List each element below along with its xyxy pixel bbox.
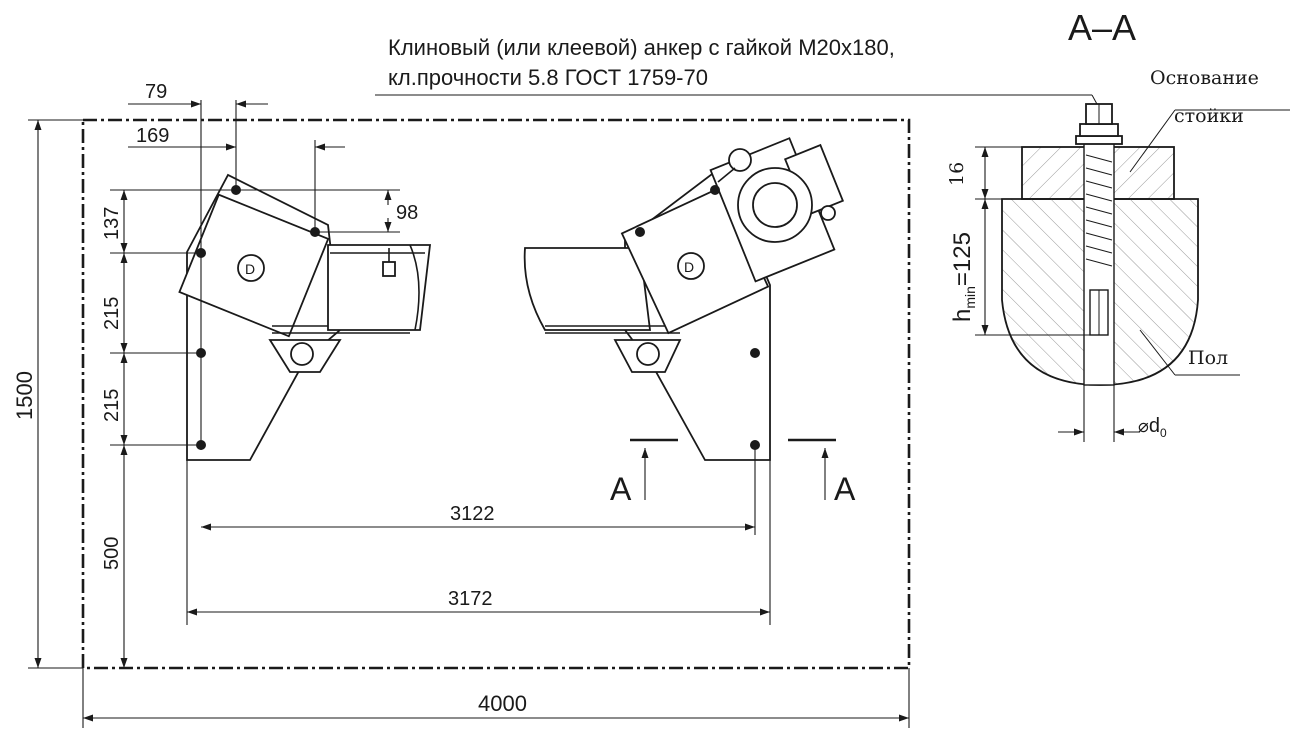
anchor-hole-r2 <box>710 185 720 195</box>
left-post-base: D <box>178 173 432 461</box>
dim-79: 79 <box>145 81 167 103</box>
diameter-label: ⌀d0 <box>1138 415 1167 440</box>
dim-215-b: 215 <box>101 389 123 422</box>
section-marker-right <box>788 438 836 500</box>
section-marker-right-label: A <box>834 471 856 507</box>
base-label-1: Основание <box>1150 67 1259 89</box>
dim-169: 169 <box>136 125 169 147</box>
dim-215-a: 215 <box>101 297 123 330</box>
dim-137: 137 <box>101 207 123 240</box>
section-marker-left <box>630 438 678 500</box>
dim-98: 98 <box>396 202 418 224</box>
dim-4000: 4000 <box>478 691 527 716</box>
foundation-outline <box>81 118 911 670</box>
anchor-note-line-1: Клиновый (или клеевой) анкер с гайкой М2… <box>388 35 895 60</box>
h-min-label: hmin=125 <box>949 232 978 322</box>
anchor-hole-r1 <box>635 227 645 237</box>
section-aa <box>975 103 1290 442</box>
anchor-note-line-2: кл.прочности 5.8 ГОСТ 1759-70 <box>388 65 708 90</box>
floor-label: Пол <box>1188 347 1228 369</box>
anchor-hole-r3 <box>750 348 760 358</box>
dim-16: 16 <box>946 162 968 186</box>
dim-500: 500 <box>101 537 123 570</box>
right-post-base: D <box>523 137 845 461</box>
dim-3122: 3122 <box>450 503 495 525</box>
base-label-2: стойки <box>1174 105 1244 127</box>
section-title: A–A <box>1068 7 1136 48</box>
svg-text:D: D <box>684 259 694 275</box>
dim-1500: 1500 <box>12 371 37 420</box>
svg-text:D: D <box>245 261 255 277</box>
section-marker-left-label: A <box>610 471 632 507</box>
dim-3172: 3172 <box>448 588 493 610</box>
